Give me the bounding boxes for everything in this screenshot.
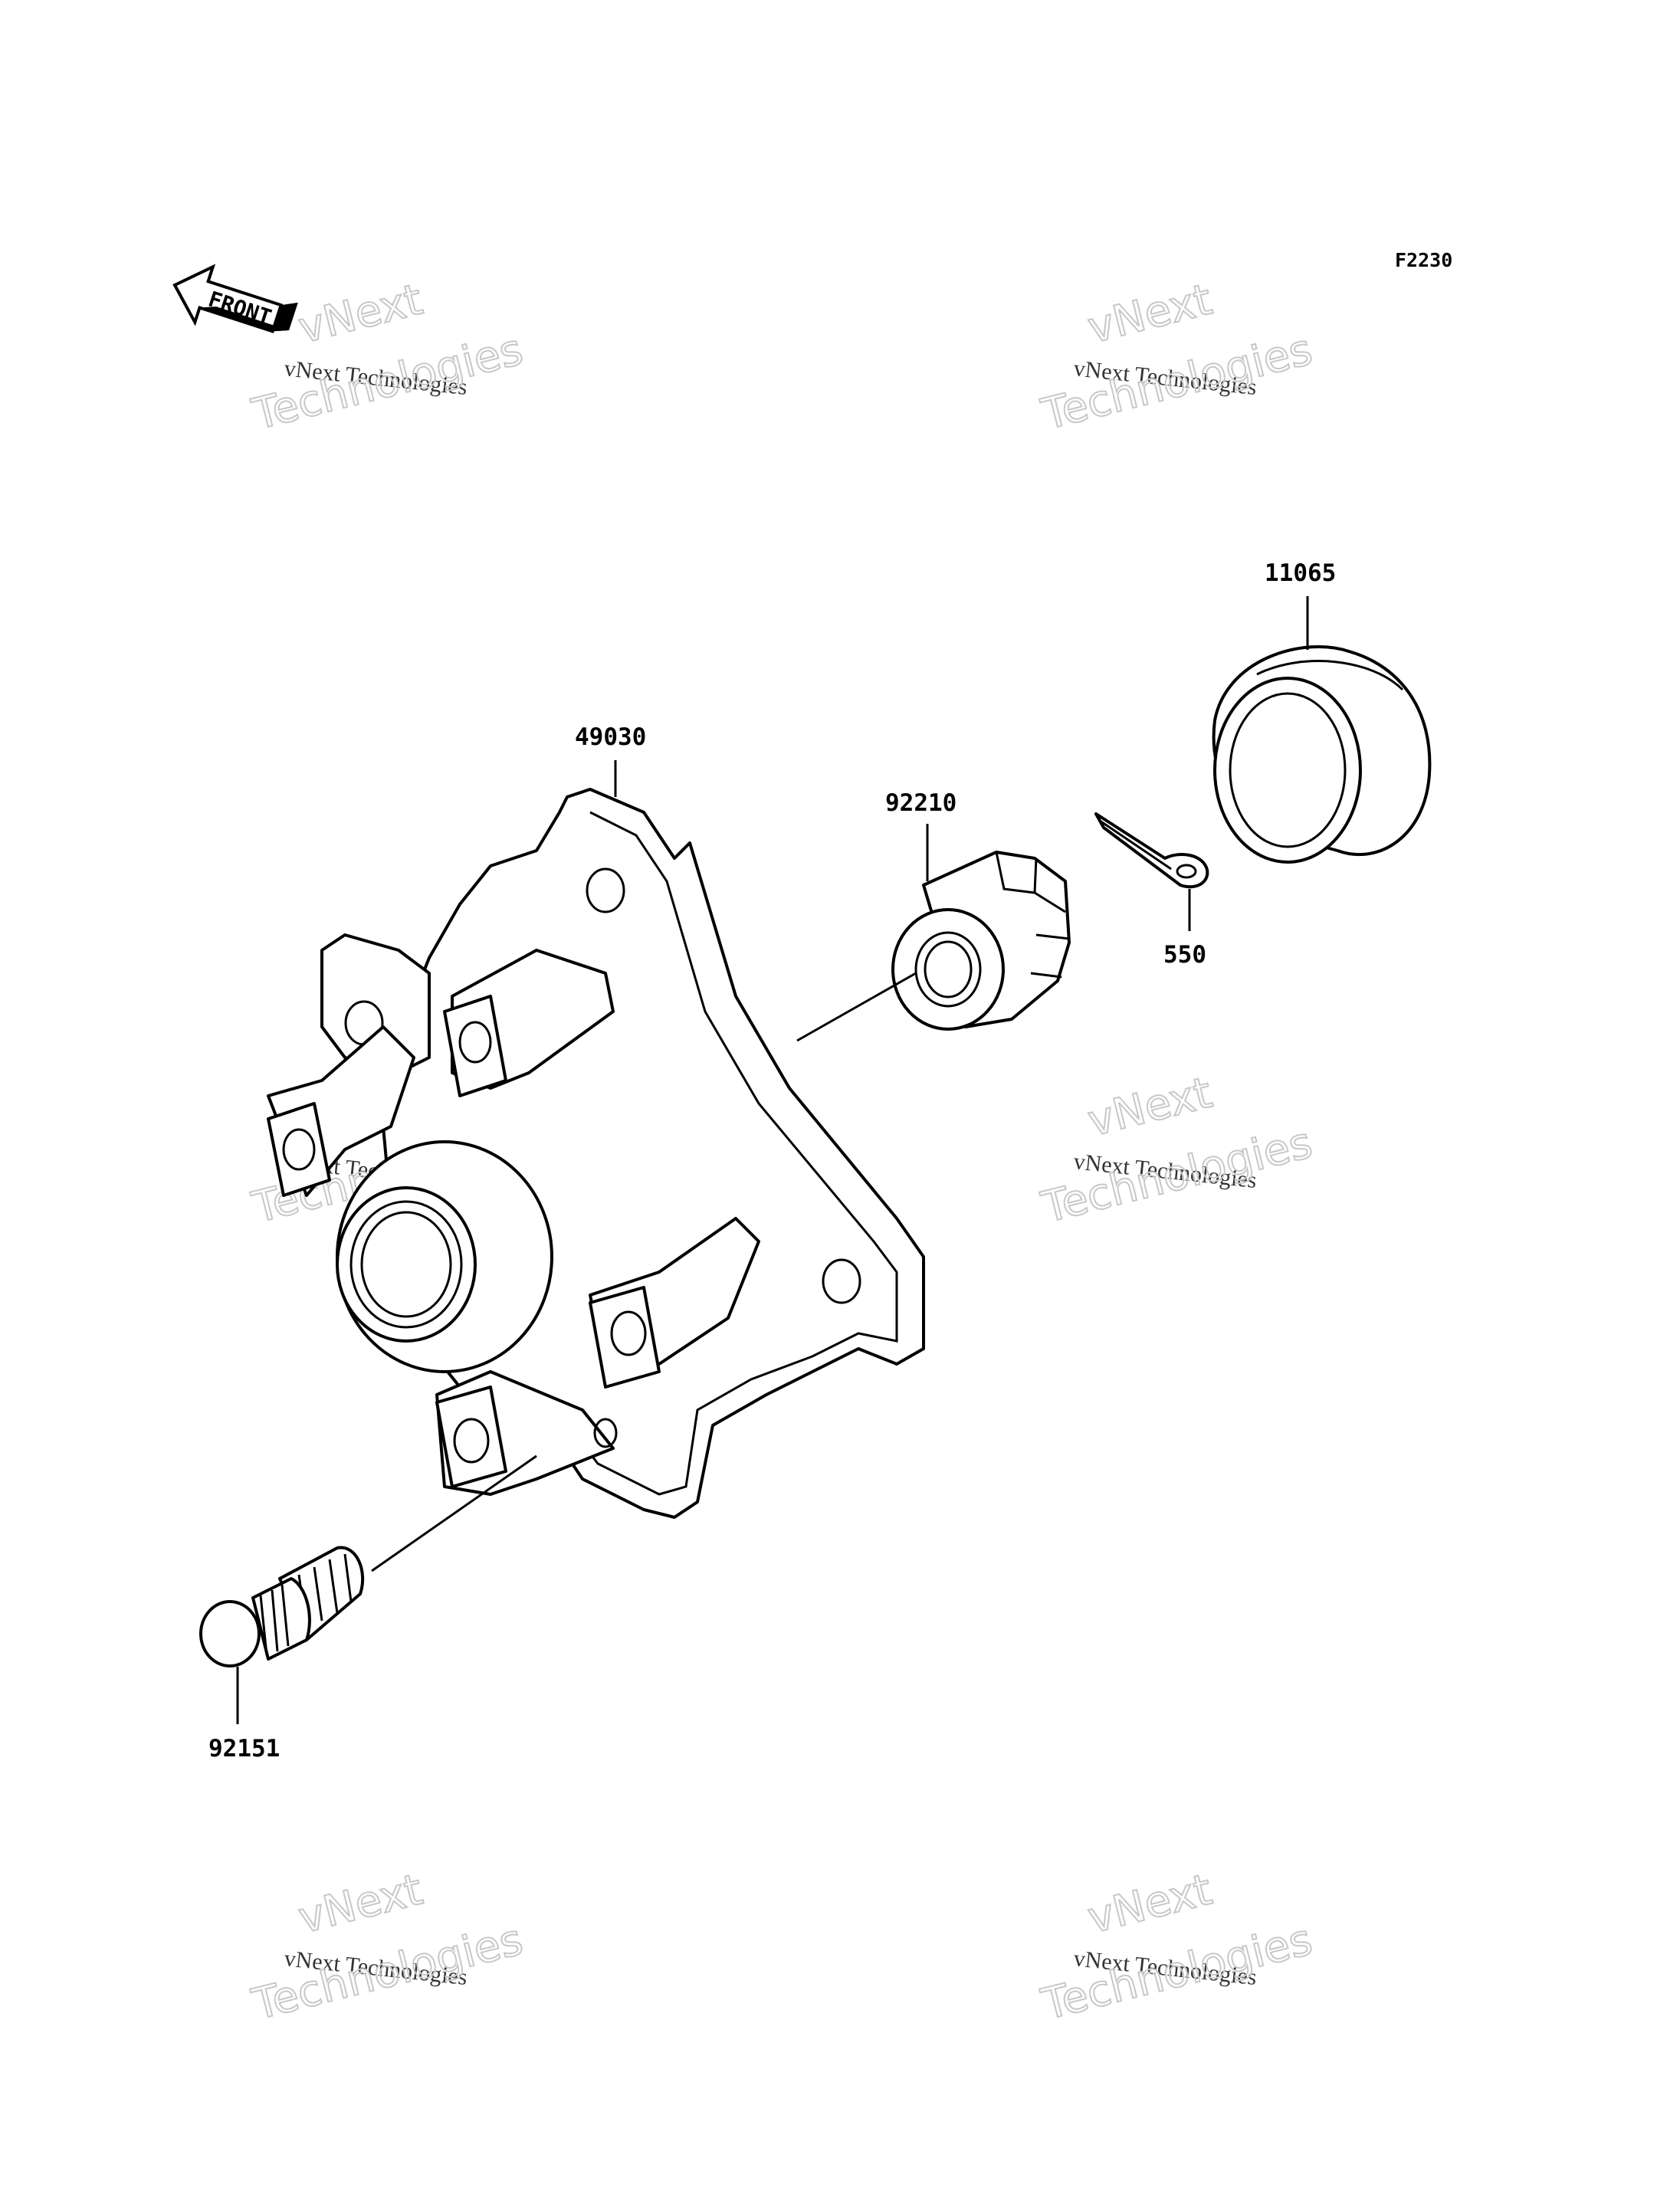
watermark-logo-top: vNext	[294, 1865, 427, 1944]
watermark-logo-bottom: Technologies	[1037, 325, 1317, 440]
watermark-logo-bottom: Technologies	[248, 1915, 528, 2030]
watermark: vNext Technologies vNext Technologies	[247, 274, 529, 441]
watermark-logo-bottom: Technologies	[1037, 1915, 1317, 2030]
watermark-logo-top: vNext	[1083, 275, 1216, 354]
figure-code: F2230	[1395, 249, 1452, 271]
leader-92210-axis	[796, 972, 917, 1042]
part-11065-bearing	[1212, 645, 1432, 864]
part-label-92210: 92210	[885, 789, 956, 817]
part-550-cotter-pin	[1094, 812, 1209, 889]
part-92210-castle-nut	[891, 851, 1071, 1031]
watermark: vNext Technologies vNext Technologies	[1036, 274, 1318, 441]
watermark-logo-top: vNext	[1083, 1865, 1216, 1944]
leader-92151-axis	[371, 1454, 537, 1572]
part-label-11065: 11065	[1265, 559, 1336, 587]
watermark-logo-bottom: Technologies	[248, 325, 528, 440]
watermark-logo-bottom: Technologies	[1037, 1118, 1317, 1233]
part-label-550: 550	[1163, 941, 1206, 969]
front-arrow-icon: FRONT	[172, 264, 298, 333]
part-label-49030: 49030	[575, 723, 646, 751]
watermark: vNext Technologies vNext Technologies	[1036, 1864, 1318, 2031]
watermark: vNext Technologies vNext Technologies	[1036, 1067, 1318, 1235]
watermark-logo-top: vNext	[1083, 1068, 1216, 1147]
part-92151-bolt	[199, 1546, 365, 1667]
part-49030-hub	[267, 788, 925, 1519]
watermark-logo-top: vNext	[294, 275, 427, 354]
watermark: vNext Technologies vNext Technologies	[247, 1864, 529, 2031]
part-label-92151: 92151	[208, 1735, 280, 1763]
